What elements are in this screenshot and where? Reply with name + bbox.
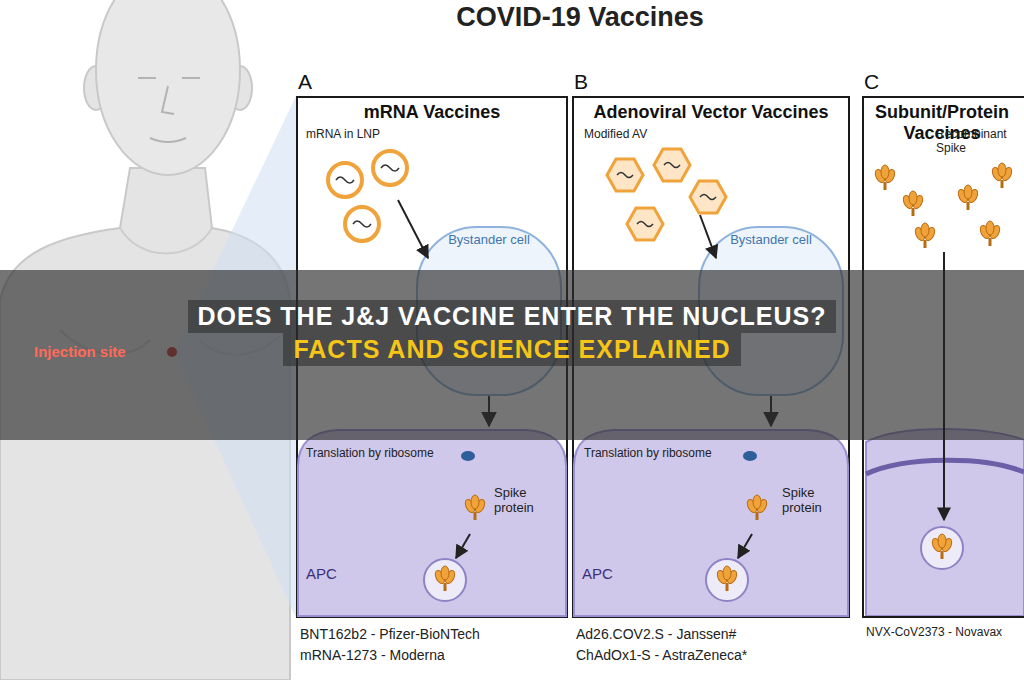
cell-label: Bystander cell xyxy=(448,232,530,247)
apc-membrane xyxy=(574,430,848,616)
process-label: Translation by ribosome xyxy=(584,447,712,461)
adenovirus xyxy=(607,159,643,191)
process-label: Translation by ribosome xyxy=(306,447,434,461)
injection-label: Injection site xyxy=(34,343,126,360)
spike-protein xyxy=(913,223,936,248)
process-arrows xyxy=(398,200,944,558)
bystander-cell: Bystander cell xyxy=(698,226,844,396)
cell-label: APC xyxy=(306,565,566,582)
cell-outline xyxy=(416,226,562,396)
panel-heading: Adenoviral Vector Vaccines xyxy=(574,102,848,123)
apc-cell: APC xyxy=(574,426,848,616)
mrna-strand xyxy=(353,221,371,227)
endosomes xyxy=(424,527,963,601)
uptake-arrow xyxy=(738,534,752,558)
headline-text: DOES THE J&J VACCINE ENTER THE NUCLEUS? xyxy=(188,300,837,333)
spike-protein xyxy=(978,221,1001,246)
panel-heading: mRNA Vaccines xyxy=(298,102,566,123)
lipid-nanoparticles xyxy=(328,151,407,241)
particle-label: mRNA in LNP xyxy=(306,128,380,142)
headline-band: DOES THE J&J VACCINE ENTER THE NUCLEUS?F… xyxy=(0,270,1024,440)
endosome xyxy=(706,559,748,601)
uptake-arrow xyxy=(398,200,428,258)
connector-arrow xyxy=(488,396,490,426)
dna-strand xyxy=(664,163,680,168)
diagram-title: COVID-19 Vaccines xyxy=(380,2,780,33)
apc-outline xyxy=(298,426,566,616)
protein-label: Recombinant Spike xyxy=(936,128,1020,156)
endosome xyxy=(921,527,963,569)
vaccine-name: ChAdOx1-S - AstraZeneca* xyxy=(576,647,747,663)
injection-dot xyxy=(167,347,177,357)
apc-cell: APC xyxy=(298,426,566,616)
panel-heading: Subunit/Protein Vaccines xyxy=(864,102,1020,143)
zoom-fan xyxy=(174,96,296,618)
uptake-arrow xyxy=(456,534,470,558)
lnp-particle xyxy=(328,163,362,197)
spike-protein xyxy=(873,165,896,190)
spike-protein xyxy=(745,495,768,520)
cell-membrane xyxy=(417,227,561,395)
ribosomes xyxy=(461,451,757,461)
bystander-cell: Bystander cell xyxy=(416,226,562,396)
vaccine-name: BNT162b2 - Pfizer-BioNTech xyxy=(300,626,480,642)
uptake-arrow xyxy=(943,252,945,520)
dna-strand xyxy=(637,222,653,227)
apc-membrane xyxy=(298,430,566,616)
vaccine-panel: Bystander cellAPCAmRNA Vaccines xyxy=(296,96,568,618)
spike-protein xyxy=(901,191,924,216)
lnp-particle xyxy=(373,151,407,185)
cell-membrane xyxy=(699,227,843,395)
lnp-particle xyxy=(345,207,379,241)
person-face xyxy=(138,78,200,142)
spike-protein xyxy=(433,566,456,591)
apc-membrane xyxy=(866,460,1024,474)
spike-protein xyxy=(930,534,953,559)
headline-text: FACTS AND SCIENCE EXPLAINED xyxy=(283,333,740,366)
vaccine-panel: Bystander cellAPCBAdenoviral Vector Vacc… xyxy=(572,96,850,618)
dna-strand xyxy=(617,173,633,178)
cell-outline xyxy=(698,226,844,396)
panel-letter: A xyxy=(298,67,566,96)
panel-letter: C xyxy=(864,67,1024,96)
spike-protein xyxy=(715,566,738,591)
spike-protein xyxy=(956,185,979,210)
mrna-strand xyxy=(381,165,399,171)
cell-label: Bystander cell xyxy=(730,232,812,247)
cell-label: APC xyxy=(582,565,848,582)
mrna-strands xyxy=(336,165,399,227)
particle-label: Modified AV xyxy=(584,128,647,142)
apc-shape xyxy=(866,429,1024,616)
viral-dna xyxy=(617,163,716,227)
adenovirus xyxy=(654,149,690,181)
dna-strand xyxy=(700,195,716,200)
spike-protein xyxy=(990,163,1013,188)
adenovirus xyxy=(627,208,663,240)
protein-label: Spike protein xyxy=(782,486,840,516)
mrna-strand xyxy=(336,177,354,183)
spike-protein xyxy=(463,495,486,520)
protein-label: Spike protein xyxy=(494,486,552,516)
vaccine-name: Ad26.COV2.S - Janssen# xyxy=(576,626,736,642)
endosome xyxy=(424,559,466,601)
spike-proteins xyxy=(433,163,1013,591)
apc-cell-c xyxy=(866,429,1024,616)
ribosome xyxy=(743,451,757,461)
person-head xyxy=(96,0,240,175)
uptake-arrow xyxy=(700,215,716,258)
vaccine-name: mRNA-1273 - Moderna xyxy=(300,647,445,663)
adenovirus-particles xyxy=(607,149,726,240)
panel-letter: B xyxy=(574,67,848,96)
vaccine-panel: CSubunit/Protein Vaccines xyxy=(862,96,1024,618)
connector-arrow xyxy=(770,396,772,426)
vaccine-name: NVX-CoV2373 - Novavax xyxy=(866,626,1002,640)
ribosome xyxy=(461,451,475,461)
apc-outline xyxy=(574,426,848,616)
adenovirus xyxy=(690,181,726,213)
